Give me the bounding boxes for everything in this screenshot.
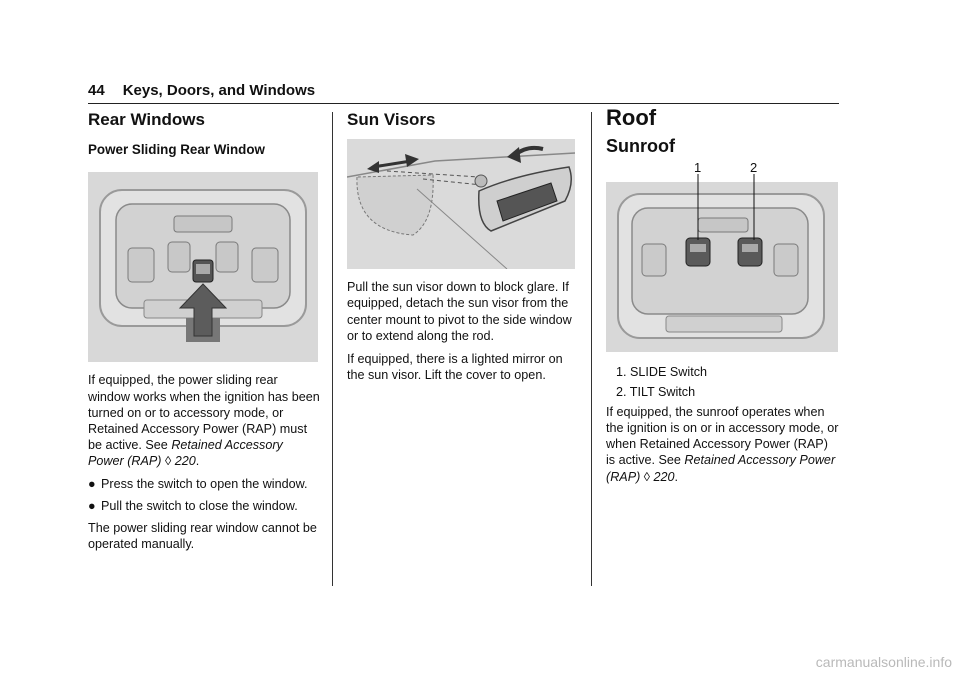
header-rule — [88, 103, 839, 104]
section-heading: Rear Windows — [88, 110, 205, 129]
page-reference-number[interactable]: 220 — [653, 469, 675, 484]
list-item: 1. SLIDE Switch — [616, 365, 707, 380]
list-item: ●Pull the switch to close the window. — [88, 498, 298, 513]
section-heading: Sun Visors — [347, 110, 436, 129]
column-divider — [591, 112, 592, 586]
body-paragraph: The power sliding rear window cannot be … — [88, 521, 317, 552]
bullet-icon: ● — [88, 476, 96, 491]
cross-reference-link[interactable]: Retained Accessory Power (RAP) — [88, 438, 283, 469]
body-paragraph: Pull the sun visor down to block glare. … — [347, 280, 572, 343]
page-reference-arrow-icon: ◊ — [164, 454, 172, 469]
list-item: 2. TILT Switch — [616, 384, 696, 399]
section-title: Keys, Doors, and Windows — [122, 82, 316, 99]
list-item: ●Press the switch to open the window. — [88, 476, 308, 491]
body-paragraph: If equipped, there is a lighted mirror o… — [347, 352, 563, 383]
subsection-heading: Sunroof — [606, 136, 675, 157]
column-rear-windows: Rear Windows Power Sliding Rear Window I… — [88, 110, 320, 552]
body-paragraph: If equipped, the power sliding rear wind… — [88, 373, 320, 469]
sunroof-switch-figure: 1 2 — [606, 160, 838, 353]
footer-watermark: carmanualsonline.info — [815, 654, 952, 670]
page-reference-number[interactable]: 220 — [174, 454, 196, 469]
page-number: 44 — [88, 82, 105, 99]
callout-1: 1 — [694, 160, 701, 175]
section-heading: Roof — [606, 105, 657, 130]
page-reference-arrow-icon: ◊ — [643, 469, 651, 484]
bullet-icon: ● — [88, 498, 96, 513]
sun-visor-figure — [347, 139, 575, 270]
callout-2: 2 — [750, 160, 757, 175]
column-roof: Roof Sunroof 1 2 1. SLIDE Switch 2. TILT… — [606, 105, 840, 485]
column-sun-visors: Sun Visors Pull the sun visor down to bl… — [347, 110, 577, 383]
bullet-list: ●Press the switch to open the window. ●P… — [88, 476, 320, 514]
cross-reference-link[interactable]: Retained Accessory Power (RAP) — [606, 453, 836, 484]
running-header: 44 Keys, Doors, and Windows — [88, 82, 315, 99]
callout-legend: 1. SLIDE Switch 2. TILT Switch — [606, 364, 840, 399]
subsection-heading: Power Sliding Rear Window — [88, 142, 265, 158]
rear-window-switch-figure — [88, 172, 318, 363]
body-paragraph: If equipped, the sunroof operates when t… — [606, 404, 839, 484]
column-divider — [332, 112, 333, 586]
